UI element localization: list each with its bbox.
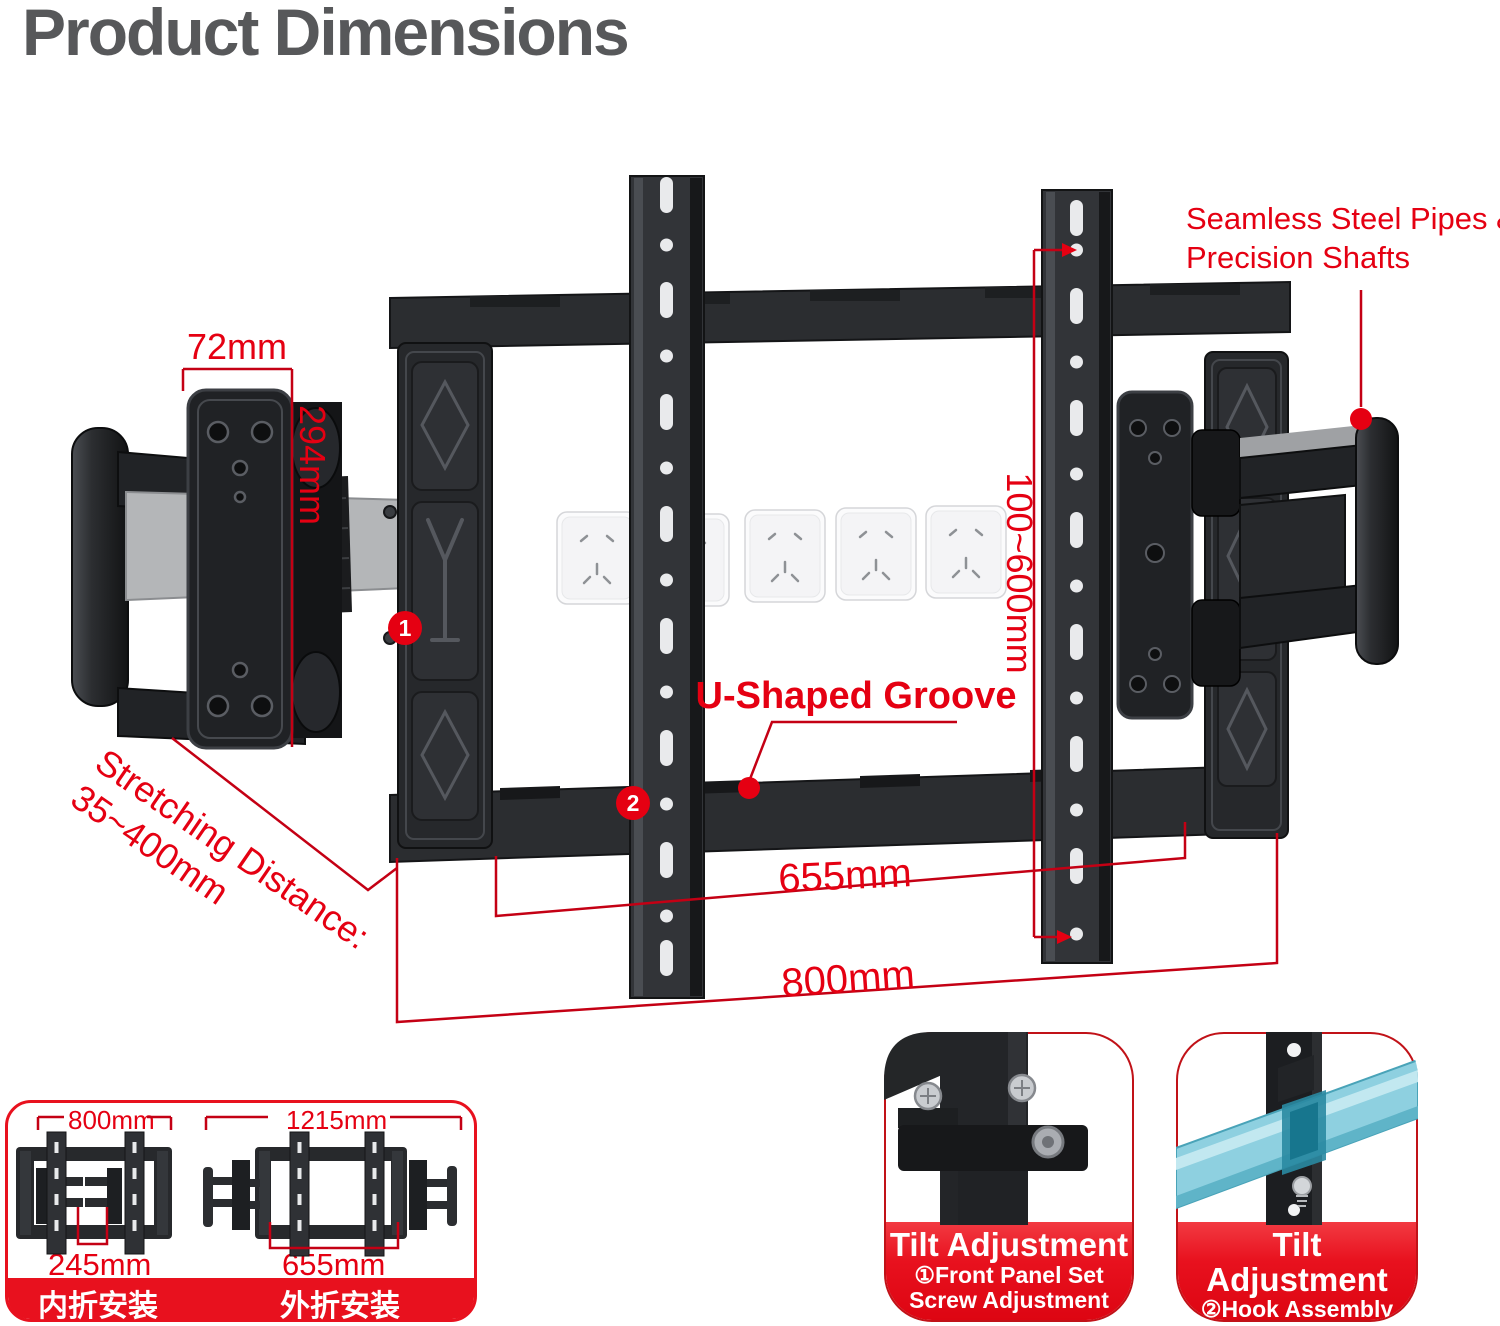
page-title: Product Dimensions <box>22 0 630 69</box>
arrow-top <box>1062 243 1077 257</box>
groove-leader-line <box>748 720 957 780</box>
inset-1-band: Tilt Adjustment ①Front Panel Set Screw A… <box>886 1222 1132 1320</box>
pipes-dot <box>1350 408 1372 430</box>
dim-294mm-label: 294mm <box>291 404 333 526</box>
tilt-adjustment-inset-2: Tilt Adjustment ②Hook Assembly Adjustmen… <box>1176 1032 1418 1322</box>
dim-800mm-label: 800mm <box>779 952 917 1006</box>
dimension-lines <box>36 248 1363 1250</box>
groove-callout-label: U-Shaped Groove <box>695 675 1017 718</box>
outer-fold-caption: 外折安装 <box>280 1290 400 1323</box>
installation-caption-band <box>8 1278 474 1319</box>
stretch-callout: Stretching Distance: 35~400mm <box>63 740 377 994</box>
pipes-callout-line1: Seamless Steel Pipes & <box>1186 201 1500 236</box>
left-side-panel <box>383 342 493 849</box>
mount-frame <box>383 280 1291 864</box>
extension-arm <box>125 490 408 602</box>
inset-1-line1: ①Front Panel Set <box>914 1261 1104 1288</box>
annotation-dots <box>738 243 1372 944</box>
left-wall-plate <box>186 388 294 750</box>
right-side-panel <box>1204 351 1289 839</box>
dim-655mm-label: 655mm <box>777 851 913 901</box>
inset-2-title: Tilt Adjustment <box>1206 1226 1388 1298</box>
inset-2-line1: ②Hook Assembly <box>1200 1296 1394 1322</box>
pipes-callout-line2: Precision Shafts <box>1186 239 1410 275</box>
pipes-callout: Seamless Steel Pipes & Precision Shafts <box>1186 200 1500 278</box>
right-arm-assembly <box>1116 390 1399 720</box>
right-pivot-cylinder <box>1355 417 1399 665</box>
arrow-bottom <box>1057 930 1072 944</box>
marker-2-badge: 2 <box>616 786 650 820</box>
inner-fold-center-label: 245mm <box>48 1247 152 1282</box>
inset-1-line2: Screw Adjustment <box>909 1287 1109 1314</box>
tilt-adjustment-inset-1: Tilt Adjustment ①Front Panel Set Screw A… <box>884 1032 1134 1322</box>
dim-72mm-line <box>181 367 292 391</box>
outer-fold-center-label: 655mm <box>282 1247 386 1282</box>
left-pivot-cylinder <box>71 427 129 707</box>
installation-options-panel: 内折安装 外折安装 800mm 1215mm 245mm 655mm <box>5 1100 477 1323</box>
groove-dot <box>738 777 760 799</box>
top-rail <box>389 280 1291 350</box>
inner-fold-caption: 内折安装 <box>38 1290 158 1323</box>
inset-1-title: Tilt Adjustment <box>889 1226 1129 1263</box>
left-arm-assembly <box>71 388 408 750</box>
outer-fold-width-label: 1215mm <box>286 1105 388 1135</box>
inner-fold-width-label: 800mm <box>68 1105 155 1135</box>
right-wall-plate <box>1116 390 1194 720</box>
u-shaped-grooves <box>500 768 1090 800</box>
dim-100-600-label: 100~600mm <box>998 472 1040 674</box>
power-outlets <box>555 504 1008 608</box>
left-vesa-rail <box>629 175 705 999</box>
dim-72mm-label: 72mm <box>186 326 288 368</box>
marker-1-badge: 1 <box>388 611 422 645</box>
inset-2-band: Tilt Adjustment ②Hook Assembly Adjustmen… <box>1178 1222 1416 1320</box>
bottom-rail <box>389 763 1286 864</box>
right-vesa-rail <box>1041 189 1113 964</box>
